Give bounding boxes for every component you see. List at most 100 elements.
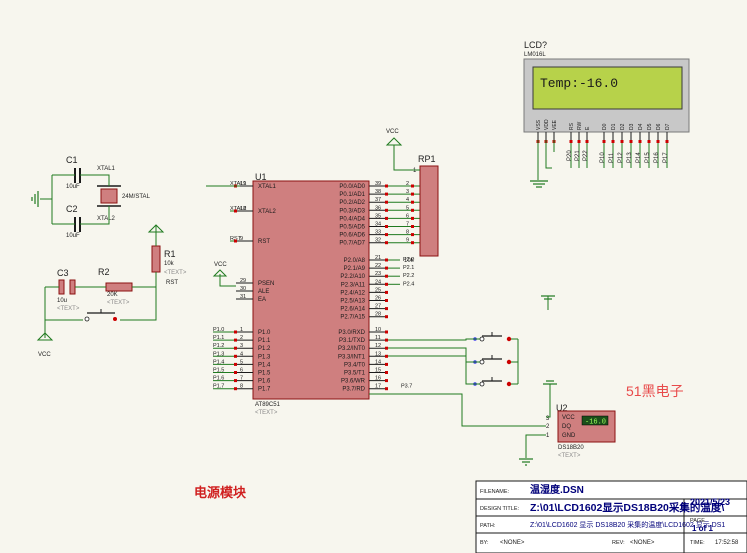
mcu-pin-number: 16 [375, 376, 381, 382]
r1-ref: R1 [164, 249, 176, 259]
lcd-pin-name: RS [569, 122, 575, 130]
lcd-net-labels: P20 P21 P22 P10 P11 P12 P13 P14 P15 P16 … [567, 150, 669, 163]
tb-rev-label: REV: [612, 540, 625, 546]
mcu-model: AT89C51 [255, 402, 281, 408]
mcu-body [252, 180, 370, 400]
mcu-net-label: P2.1 [403, 265, 414, 271]
mcu-pin-number: 10 [375, 327, 381, 333]
lcd-pin-dot [665, 140, 669, 143]
mcu-net-label: P1.7 [213, 384, 224, 390]
mcu-ea-vcc-label: VCC [214, 262, 227, 268]
mcu-pin-number: 3 [240, 343, 243, 349]
mcu-pin-name: P2.5/A13 [340, 299, 365, 305]
lcd-net-label: P11 [609, 152, 615, 163]
ds18b20-pin-vcc: VCC [562, 415, 575, 421]
tb-filename-label: FILENAME: [480, 489, 510, 495]
mcu-pin-number: 37 [375, 197, 381, 203]
ds18b20-pin-num: 2 [546, 424, 550, 430]
tb-time-label: TIME: [690, 540, 705, 546]
key-button[interactable] [388, 347, 518, 365]
crystal-circuit[interactable]: C1 C2 10uF 10uF XTAL1 XTAL2 24M/STAL [31, 155, 151, 239]
tb-rev: <NONE> [630, 540, 655, 546]
mcu-net-label: XTAL2 [230, 206, 246, 212]
mcu-pin-name: ALE [258, 289, 269, 295]
mcu-pin-number: 14 [375, 359, 381, 365]
key-switches[interactable] [388, 332, 519, 387]
ds18b20-pin-num: 3 [546, 416, 550, 422]
lcd-pin-dot [647, 140, 651, 143]
tb-page-label: PAGE [690, 518, 705, 524]
rp1-pin-number: 7 [406, 222, 409, 228]
rp1-pin-number: 5 [406, 205, 409, 211]
tb-filename: 温湿度.DSN [530, 483, 584, 496]
rp1-value: 10k [404, 258, 415, 264]
mcu-pin-number: 11 [375, 335, 381, 341]
tb-page: 1 of 1 [692, 524, 713, 533]
lcd-pin-dot [656, 140, 660, 143]
lcd-net-label: P10 [600, 152, 606, 163]
mcu-pin-number: 19 [240, 181, 246, 187]
lcd-screen [532, 66, 683, 110]
mcu-pin-name: P0.6/AD6 [339, 233, 365, 239]
mcu-pin-number: 35 [375, 213, 381, 219]
mcu-net-label: P1.2 [213, 343, 224, 349]
rp1-pin1: 1 [413, 168, 417, 174]
rp1-body [419, 165, 439, 257]
ds18b20-readout: -16.0 [585, 419, 606, 427]
r2-value: 20K [107, 292, 118, 298]
mcu-pin-number: 8 [240, 384, 243, 390]
mcu-pin-name: P1.3 [258, 354, 271, 360]
lcd-ref: LCD? [524, 40, 547, 50]
mcu-pin-name: P1.2 [258, 346, 271, 352]
mcu-pin-name: P2.1/A9 [344, 266, 366, 272]
mcu-net-label: P1.4 [213, 359, 224, 365]
mcu-net-label: P1.5 [213, 368, 224, 374]
key-button[interactable] [388, 332, 518, 342]
lcd-pin-name: VEE [552, 119, 558, 130]
c3-ref: C3 [57, 268, 69, 278]
mcu-pin-name: P1.5 [258, 371, 271, 377]
mcu-pin-name: P0.4/AD4 [339, 216, 365, 222]
mcu-net-label: XTAL1 [230, 181, 246, 187]
mcu-text-tag: <TEXT> [255, 410, 278, 416]
lcd-pin-name: D1 [611, 123, 617, 130]
c1-value: 10uF [66, 184, 80, 190]
mcu-pin-name: P1.4 [258, 362, 271, 368]
mcu-pin-number: 39 [375, 181, 381, 187]
mcu-net-label: P1.0 [213, 327, 224, 333]
mcu-pin-number: 13 [375, 351, 381, 357]
mcu-net-label: P3.7 [401, 384, 412, 390]
lcd-pin-name: D6 [656, 123, 662, 130]
mcu-pin-number: 4 [240, 351, 243, 357]
lcd-pin-dot [611, 140, 615, 143]
lcd-pin-name: E [585, 126, 591, 130]
r1-body [151, 245, 161, 273]
tb-by: <NONE> [500, 540, 525, 546]
mcu-left-wiring: VCC [206, 185, 240, 287]
ds18b20-sensor[interactable]: U2 VCC DQ GND 3 2 1 -16.0 DS18B20 <TEXT> [369, 380, 616, 466]
mcu-pin-number: 18 [240, 206, 246, 212]
mcu-pin-number: 5 [240, 359, 243, 365]
rp1-pin-number: 3 [406, 189, 409, 195]
mcu-pin-name: P2.0/A8 [344, 258, 366, 264]
title-block: FILENAME: 温湿度.DSN DESIGN TITLE: Z:\01\LC… [475, 480, 747, 553]
mcu-net-label: P1.3 [213, 351, 224, 357]
reset-vcc-label: VCC [38, 352, 51, 358]
ds18b20-model: DS18B20 [558, 445, 584, 451]
mcu-pin-number: 36 [375, 205, 381, 211]
mcu-pin-number: 28 [375, 312, 381, 318]
resistor-pack-rp1[interactable]: RP1 10k 1 VCC [385, 129, 439, 264]
lcd-pin-dot [602, 140, 606, 143]
tb-by-label: BY: [480, 540, 489, 546]
mcu-net-label: P2.2 [403, 273, 414, 279]
reset-circuit[interactable]: R1 10k <TEXT> RST R2 20K <TEXT> C3 10u <… [36, 224, 187, 358]
ds18b20-readout-box[interactable] [581, 415, 609, 426]
key-button[interactable] [388, 355, 518, 387]
mcu-pin-name: P3.4/T0 [344, 362, 366, 368]
mcu-pin-name: P3.0/RXD [338, 330, 365, 336]
rp1-ref: RP1 [418, 154, 436, 164]
lcd-net-label: P12 [618, 152, 624, 163]
